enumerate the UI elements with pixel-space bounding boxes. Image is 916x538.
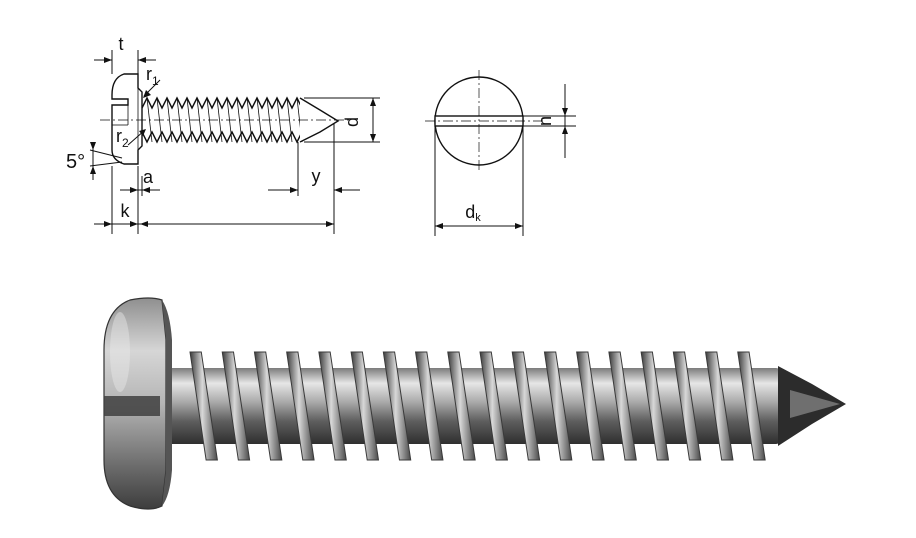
- screw-head-slot: [104, 396, 160, 416]
- thread-crest: [672, 351, 702, 461]
- thread-crest: [704, 351, 734, 461]
- thread-crest: [318, 351, 347, 461]
- thread-crest: [447, 351, 476, 461]
- dim-label-dk: dk: [465, 202, 481, 224]
- thread-crest: [737, 351, 766, 461]
- thread-crest: [350, 351, 380, 461]
- dim-label-r1: r1: [146, 64, 159, 88]
- thread-crest: [221, 351, 251, 461]
- dim-label-angle: 5°: [66, 151, 85, 173]
- dim-label-a: a: [143, 167, 154, 187]
- dim-label-k: k: [121, 201, 131, 221]
- thread-crest: [382, 351, 412, 461]
- top-view-drawing: n dk: [425, 70, 576, 236]
- thread-flank: [186, 97, 193, 143]
- thread-crest: [286, 351, 315, 461]
- thread-crest: [543, 351, 573, 461]
- dim-label-t: t: [118, 34, 123, 54]
- thread-crest: [511, 351, 541, 461]
- thread-crest: [479, 351, 508, 461]
- dim-label-y: y: [312, 166, 321, 186]
- dim-label-n: n: [535, 116, 555, 126]
- screw-photo: [103, 297, 846, 510]
- thread-crest: [576, 351, 605, 461]
- thread-flank: [166, 97, 173, 143]
- thread-bottom-profile: [141, 130, 303, 144]
- screw-head-outline: [111, 73, 143, 165]
- dim-label-d: d: [342, 117, 362, 127]
- thread-flank: [276, 97, 283, 143]
- side-view-drawing: t r1 r2 5° a k: [66, 34, 380, 234]
- thread-crest: [253, 351, 283, 461]
- thread-flank: [256, 97, 263, 143]
- thread-crest: [414, 351, 444, 461]
- dim-label-r2: r2: [116, 126, 129, 150]
- thread-crest: [189, 351, 218, 461]
- screw-thread-crests: [189, 351, 766, 461]
- thread-crest: [608, 351, 637, 461]
- thread-flank: [216, 97, 223, 143]
- thread-crest: [640, 351, 670, 461]
